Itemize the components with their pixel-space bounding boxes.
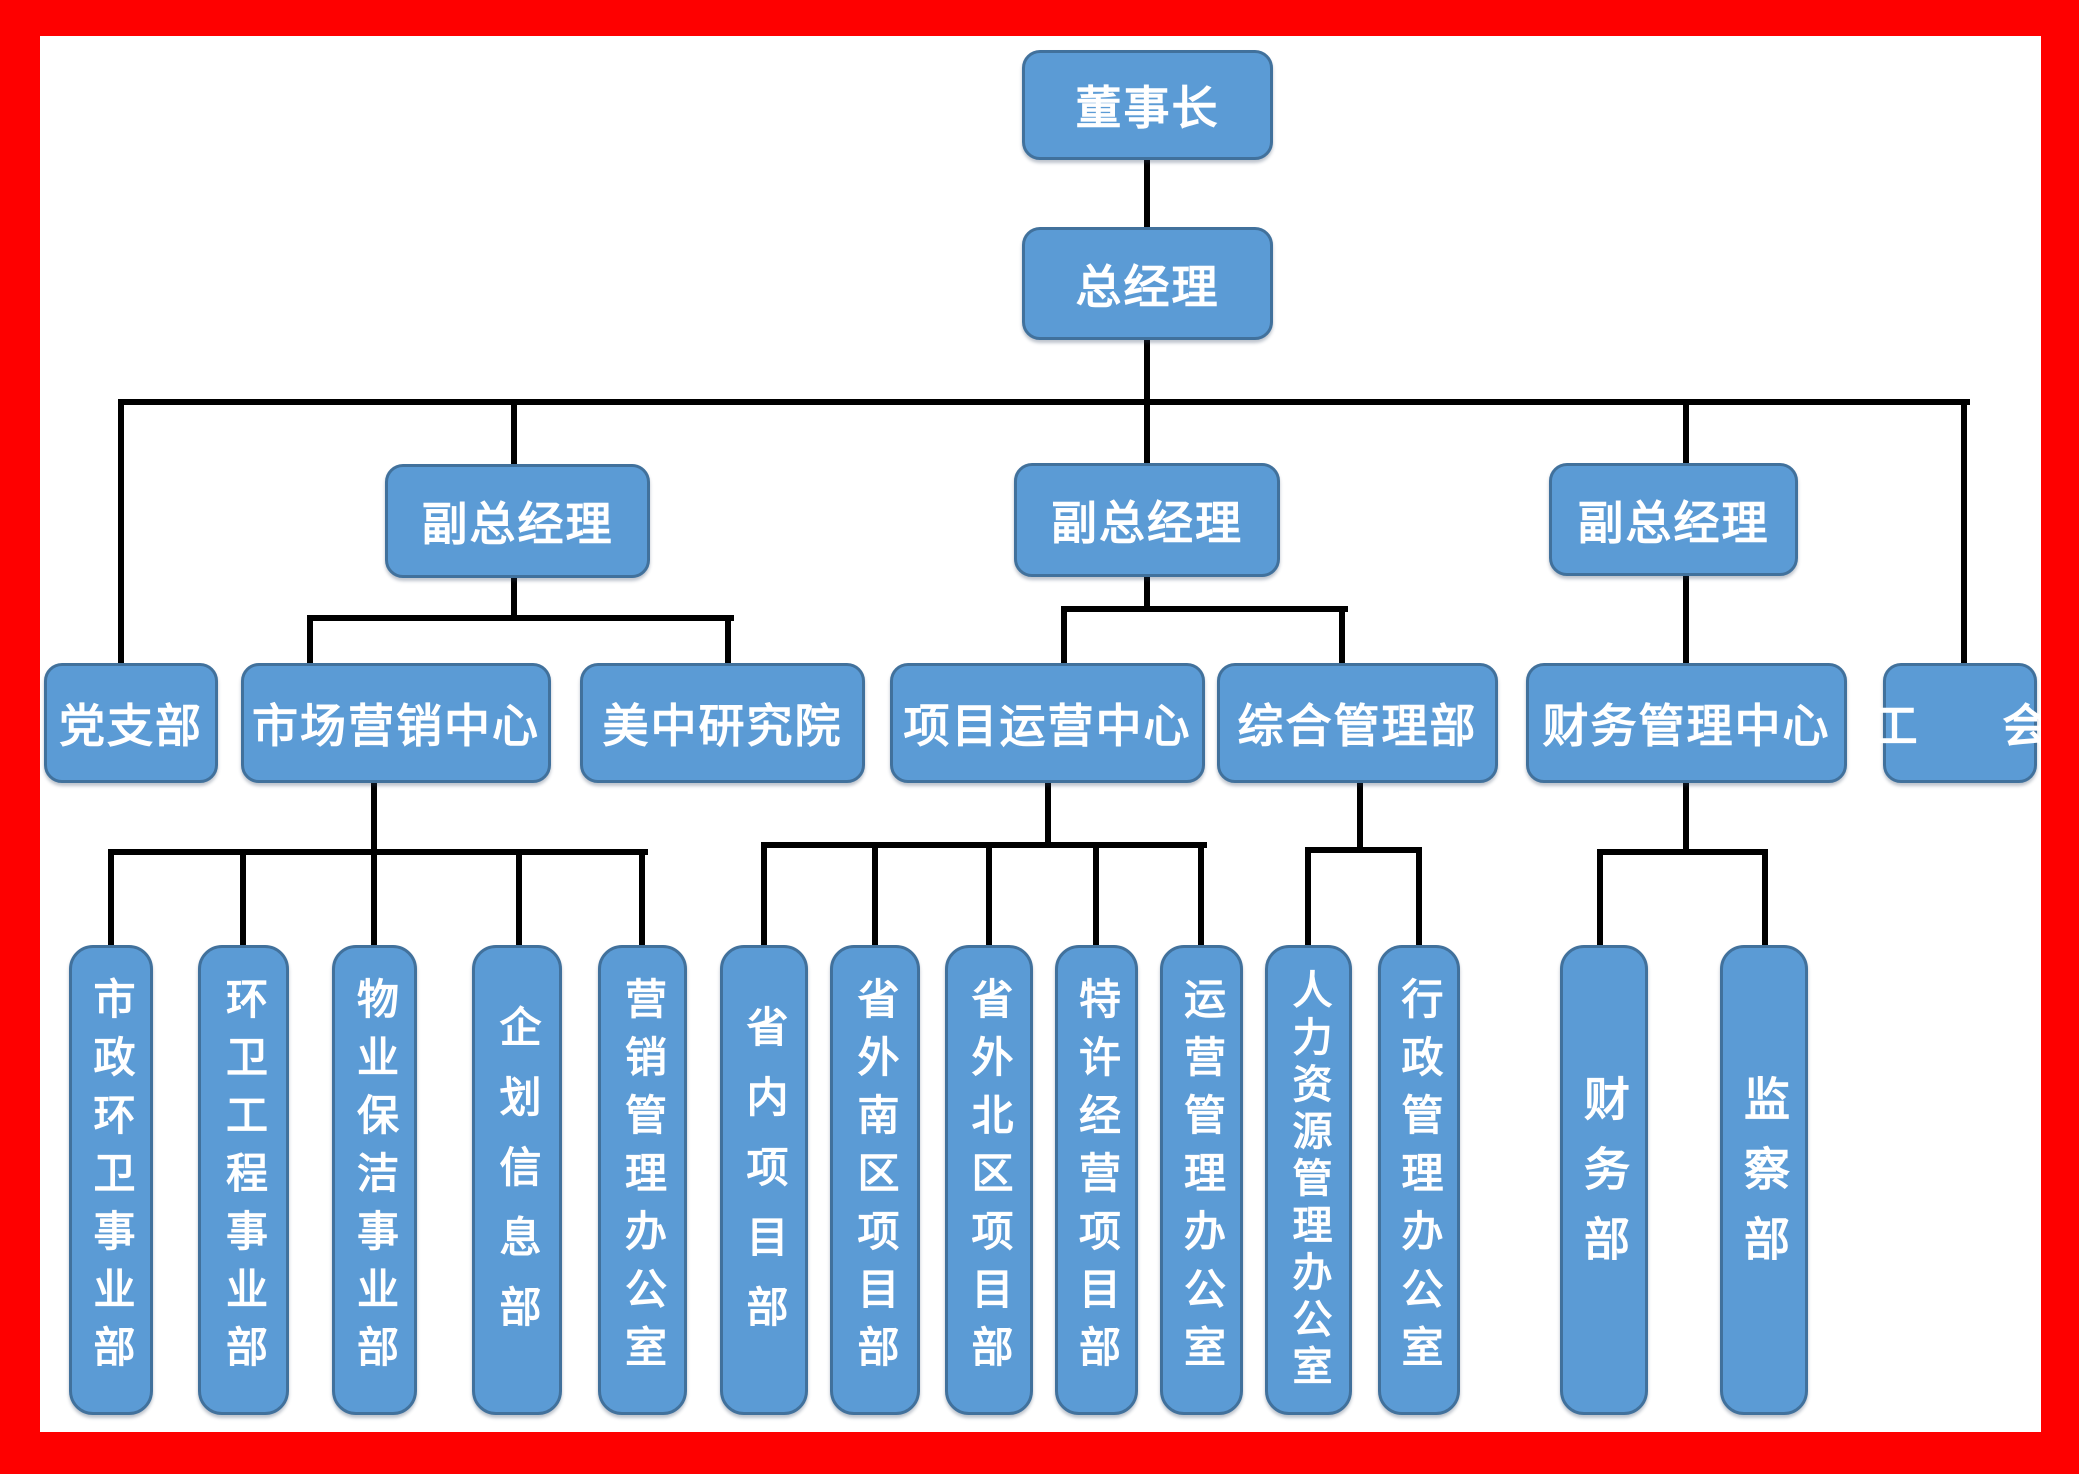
node-label: 财务管理中心 <box>1542 700 1831 752</box>
connector-line <box>872 842 878 947</box>
node-labor-union: 工 会 <box>1872 663 2048 783</box>
connector-line <box>1683 399 1689 465</box>
node-label: 环卫工程事业部 <box>220 977 268 1383</box>
node-label: 省外南区项目部 <box>852 977 899 1383</box>
connector-line <box>511 576 517 621</box>
connector-line <box>1416 847 1422 947</box>
node-operations-management-office: 运营管理办公室 <box>1160 945 1243 1415</box>
node-label: 董事长 <box>1075 82 1220 134</box>
node-project-operations-center: 项目运营中心 <box>890 663 1205 783</box>
node-deputy-gm-3: 副总经理 <box>1549 463 1798 576</box>
connector-line <box>1093 842 1099 947</box>
connector-line <box>725 615 731 667</box>
connector-line <box>1045 782 1051 848</box>
connector-line <box>1597 849 1768 855</box>
connector-line <box>1597 849 1603 947</box>
node-label: 副总经理 <box>1051 497 1243 549</box>
connector-line <box>1144 576 1150 612</box>
connector-line <box>511 399 517 465</box>
connector-line <box>1061 606 1067 667</box>
node-label: 物业保洁事业部 <box>351 977 399 1383</box>
node-admin-management-office: 行政管理办公室 <box>1378 945 1460 1415</box>
node-label: 省内项目部 <box>741 1005 788 1355</box>
connector-line <box>1305 847 1422 853</box>
connector-line <box>1198 842 1204 947</box>
connector-line <box>1683 782 1689 855</box>
node-deputy-gm-2: 副总经理 <box>1014 463 1280 577</box>
node-label: 省外北区项目部 <box>966 977 1013 1383</box>
node-party-branch: 党支部 <box>44 663 218 783</box>
connector-line <box>118 399 1970 405</box>
node-planning-information-dept: 企划信息部 <box>472 945 562 1415</box>
node-label: 党支部 <box>59 700 203 752</box>
node-hr-management-office: 人力资源管理办公室 <box>1265 945 1352 1415</box>
connector-line <box>1339 606 1345 667</box>
node-marketing-management-office: 营销管理办公室 <box>598 945 687 1415</box>
connector-line <box>986 842 992 947</box>
connector-line <box>371 782 377 947</box>
connector-line <box>307 615 734 621</box>
connector-line <box>1961 399 1967 667</box>
node-provincial-projects-dept: 省内项目部 <box>720 945 808 1415</box>
node-deputy-gm-1: 副总经理 <box>385 464 650 578</box>
node-label: 企划信息部 <box>494 1005 541 1355</box>
node-label: 美中研究院 <box>602 700 843 752</box>
node-south-region-projects-dept: 省外南区项目部 <box>830 945 920 1415</box>
node-label: 工 会 <box>1871 700 2079 752</box>
node-marketing-center: 市场营销中心 <box>241 663 551 783</box>
node-label: 营销管理办公室 <box>619 977 667 1383</box>
node-label: 人力资源管理办公室 <box>1286 968 1331 1392</box>
connector-line <box>108 849 648 855</box>
node-label: 特许经营项目部 <box>1073 977 1121 1383</box>
node-general-manager: 总经理 <box>1022 227 1273 340</box>
node-financial-management-center: 财务管理中心 <box>1526 663 1847 783</box>
node-north-region-projects-dept: 省外北区项目部 <box>945 945 1033 1415</box>
node-label: 项目运营中心 <box>903 700 1192 752</box>
node-supervision-dept: 监察部 <box>1720 945 1808 1415</box>
connector-line <box>761 842 1207 848</box>
node-municipal-sanitation-div: 市政环卫事业部 <box>69 945 153 1415</box>
node-label: 总经理 <box>1075 260 1220 313</box>
node-label: 副总经理 <box>1577 496 1770 549</box>
connector-line <box>1144 160 1150 227</box>
connector-line <box>1305 847 1311 947</box>
connector-line <box>1762 849 1768 947</box>
node-sanitation-engineering-div: 环卫工程事业部 <box>198 945 289 1415</box>
node-general-management-dept: 综合管理部 <box>1217 663 1498 783</box>
node-label: 市政环卫事业部 <box>88 977 135 1383</box>
connector-line <box>1357 782 1363 853</box>
node-label: 副总经理 <box>421 498 614 550</box>
node-label: 市场营销中心 <box>252 700 540 752</box>
connector-line <box>118 399 124 667</box>
node-franchise-projects-dept: 特许经营项目部 <box>1055 945 1138 1415</box>
connector-line <box>639 849 645 947</box>
connector-line <box>108 849 114 947</box>
node-label: 财务部 <box>1578 1075 1630 1285</box>
connector-line <box>1144 399 1150 465</box>
node-meizhong-research-institute: 美中研究院 <box>580 663 865 783</box>
connector-line <box>307 615 313 667</box>
connector-line <box>761 842 767 947</box>
node-finance-dept: 财务部 <box>1560 945 1648 1415</box>
node-label: 行政管理办公室 <box>1396 977 1443 1383</box>
node-chairman: 董事长 <box>1022 50 1273 160</box>
connector-line <box>1144 340 1150 405</box>
node-property-cleaning-div: 物业保洁事业部 <box>332 945 417 1415</box>
node-label: 监察部 <box>1738 1075 1790 1285</box>
connector-line <box>1683 576 1689 667</box>
node-label: 综合管理部 <box>1237 700 1478 752</box>
node-label: 运营管理办公室 <box>1178 977 1226 1383</box>
connector-line <box>516 849 522 947</box>
connector-line <box>1061 606 1348 612</box>
connector-line <box>240 849 246 947</box>
